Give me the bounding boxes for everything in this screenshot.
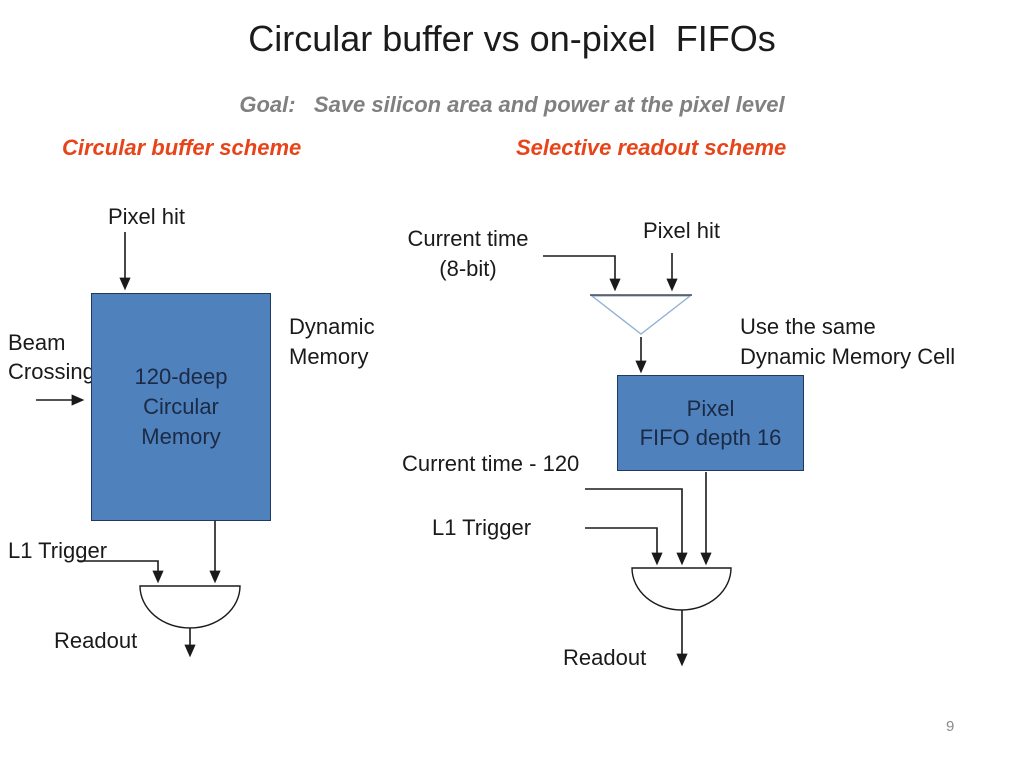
current-time-label: Current time (8-bit) xyxy=(398,224,538,284)
circular-memory-box: 120-deep Circular Memory xyxy=(91,293,271,521)
page-number: 9 xyxy=(946,718,955,735)
left-readout-gate xyxy=(139,585,241,629)
goal-subtitle: Goal: Save silicon area and power at the… xyxy=(239,92,785,117)
slide-title: Circular buffer vs on-pixel FIFOs xyxy=(248,18,776,59)
current-time-120-arrow xyxy=(585,488,688,566)
pixel-fifo-box: Pixel FIFO depth 16 xyxy=(617,375,804,471)
use-same-line1: Use the same xyxy=(740,314,876,339)
dynamic-memory-line1: Dynamic xyxy=(289,314,375,339)
right-l1-trigger-arrow xyxy=(585,527,663,566)
memory-box-line1: 120-deep xyxy=(134,364,228,389)
left-pixel-hit-label: Pixel hit xyxy=(108,204,186,229)
right-pixel-hit-label: Pixel hit xyxy=(643,218,721,243)
dynamic-memory-line2: Memory xyxy=(289,344,369,369)
left-readout-label: Readout xyxy=(54,628,138,653)
right-scheme-heading: Selective readout scheme xyxy=(516,135,787,160)
use-same-cell-label: Use the same Dynamic Memory Cell xyxy=(740,312,955,372)
memory-box-line2: Circular xyxy=(143,394,219,419)
memory-box-line3: Memory xyxy=(141,424,221,449)
current-time-line2: (8-bit) xyxy=(439,256,497,281)
dynamic-memory-label: Dynamic Memory xyxy=(289,312,375,372)
beam-crossing-label: Beam Crossing xyxy=(8,328,95,386)
current-time-line1: Current time xyxy=(407,226,529,251)
right-readout-label: Readout xyxy=(563,645,647,670)
right-readout-gate xyxy=(631,567,732,611)
current-time-120-label: Current time - 120 xyxy=(402,451,580,476)
fifo-box-line2: FIFO depth 16 xyxy=(639,425,782,450)
beam-crossing-line2: Crossing xyxy=(8,359,95,384)
funnel-triangle xyxy=(590,295,692,335)
fifo-box-line1: Pixel xyxy=(686,396,735,421)
left-l1-trigger-label: L1 Trigger xyxy=(8,538,108,563)
current-time-arrow xyxy=(543,255,621,292)
beam-crossing-line1: Beam xyxy=(8,330,66,355)
use-same-line2: Dynamic Memory Cell xyxy=(740,344,956,369)
left-scheme-heading: Circular buffer scheme xyxy=(62,135,302,160)
right-l1-trigger-label: L1 Trigger xyxy=(432,515,532,540)
